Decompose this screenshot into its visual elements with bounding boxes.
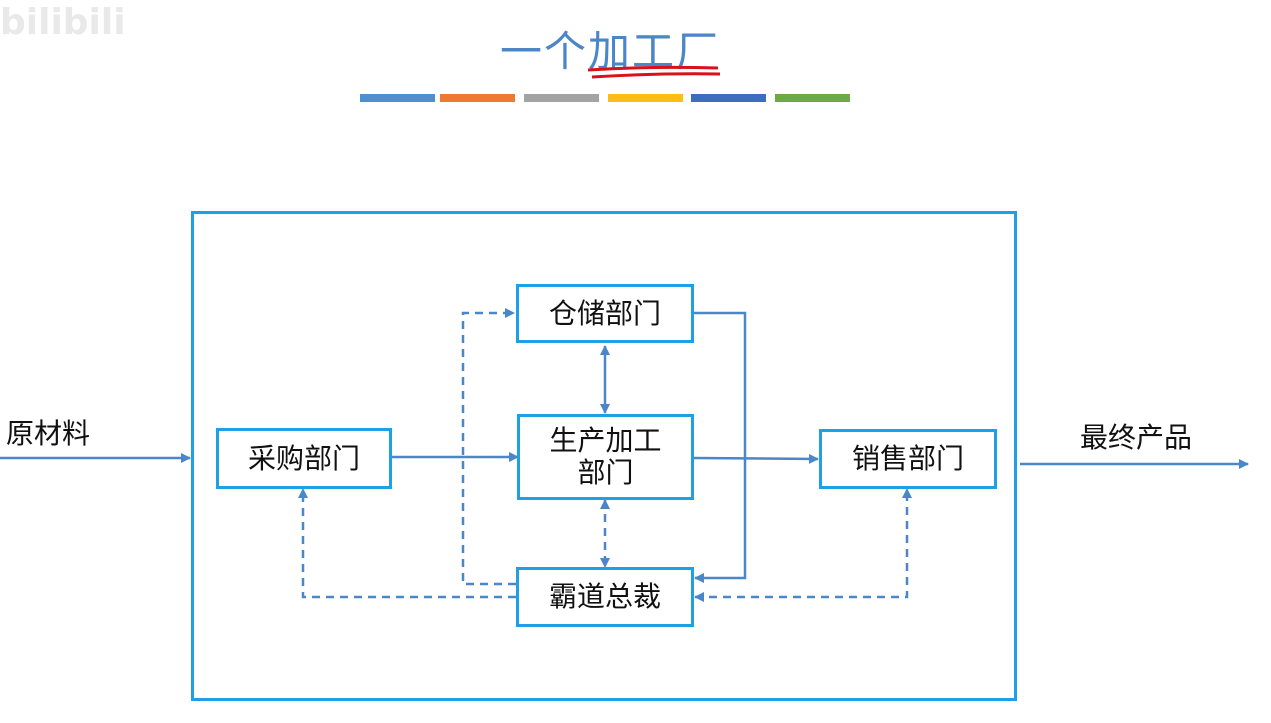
production-label: 生产加工部门: [549, 424, 662, 489]
output-label: 最终产品: [1080, 421, 1193, 454]
arrow-production-sales: [692, 453, 819, 464]
purchasing-label: 采购部门: [247, 441, 360, 475]
color-bar-segment: [524, 94, 599, 102]
dashed-ceo-warehouse: [461, 308, 516, 586]
sales-label: 销售部门: [851, 442, 964, 475]
warehouse-label: 仓储部门: [548, 296, 661, 330]
color-bar-segment: [360, 94, 435, 102]
color-bar-segment: [775, 94, 850, 102]
dashed-ceo-purchasing: [298, 488, 516, 599]
sales-box: 销售部门: [819, 429, 997, 489]
color-bar-segment: [691, 94, 766, 102]
purchasing-box: 采购部门: [216, 428, 392, 489]
warehouse-box: 仓储部门: [516, 284, 694, 343]
bilibili-watermark: bilibili: [0, 2, 126, 43]
production-box: 生产加工部门: [517, 414, 694, 500]
ceo-label: 霸道总裁: [548, 580, 661, 613]
dashed-ceo-sales: [694, 488, 912, 602]
color-bar-segment: [440, 94, 515, 102]
ceo-box: 霸道总裁: [516, 567, 694, 627]
input-label: 原材料: [6, 417, 91, 450]
color-bar-segment: [608, 94, 683, 102]
factory-frame: [191, 211, 1017, 701]
arrow-warehouse-ceo: [693, 311, 747, 583]
